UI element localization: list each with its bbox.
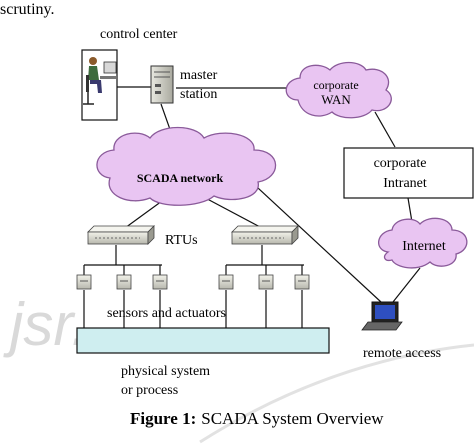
sensor-icon xyxy=(152,274,168,290)
scada-network-label: SCADA network xyxy=(137,171,224,185)
internet-label: Internet xyxy=(402,239,446,254)
physical-system-box xyxy=(76,327,330,354)
sensor-icon xyxy=(76,274,92,290)
sensor-icon xyxy=(258,274,274,290)
physical-system-label-line2: or process xyxy=(121,383,178,398)
sensor-icon xyxy=(218,274,234,290)
control-center-label: control center xyxy=(100,27,178,42)
watermark-arc xyxy=(199,343,474,444)
laptop-icon xyxy=(361,301,403,331)
sensor-icon xyxy=(294,274,310,290)
corporate-intranet-label-line2: Intranet xyxy=(383,176,427,191)
remote-access-label: remote access xyxy=(363,346,441,361)
server-tower-icon xyxy=(150,65,174,104)
rtus-label: RTUs xyxy=(165,233,198,248)
corporate-wan-cloud xyxy=(285,61,392,119)
connection-lines xyxy=(83,86,421,328)
master-station-label-line2: station xyxy=(180,87,217,102)
corporate-intranet-box xyxy=(343,147,474,199)
internet-cloud xyxy=(378,217,468,269)
rtu-device-icon xyxy=(231,225,299,245)
corporate-wan-label-line1: corporate xyxy=(313,78,358,92)
operator-workstation-icon xyxy=(81,49,118,121)
caption-text: SCADA System Overview xyxy=(201,409,384,428)
header-text: scrutiny. xyxy=(0,1,55,18)
physical-system-label-line1: physical system xyxy=(121,364,210,379)
corporate-wan-label-line2: WAN xyxy=(321,92,351,107)
watermark: jsr. xyxy=(3,291,88,358)
caption-prefix: Figure 1: xyxy=(130,409,196,428)
rtu-device-icon xyxy=(87,225,155,245)
corporate-intranet-label-line1: corporate xyxy=(374,156,427,171)
sensor-icon xyxy=(116,274,132,290)
scada-network-cloud xyxy=(96,126,277,206)
sensors-actuators-label: sensors and actuators xyxy=(107,306,226,321)
figure-caption: Figure 1: SCADA System Overview xyxy=(130,409,384,428)
master-station-label-line1: master xyxy=(180,68,218,83)
